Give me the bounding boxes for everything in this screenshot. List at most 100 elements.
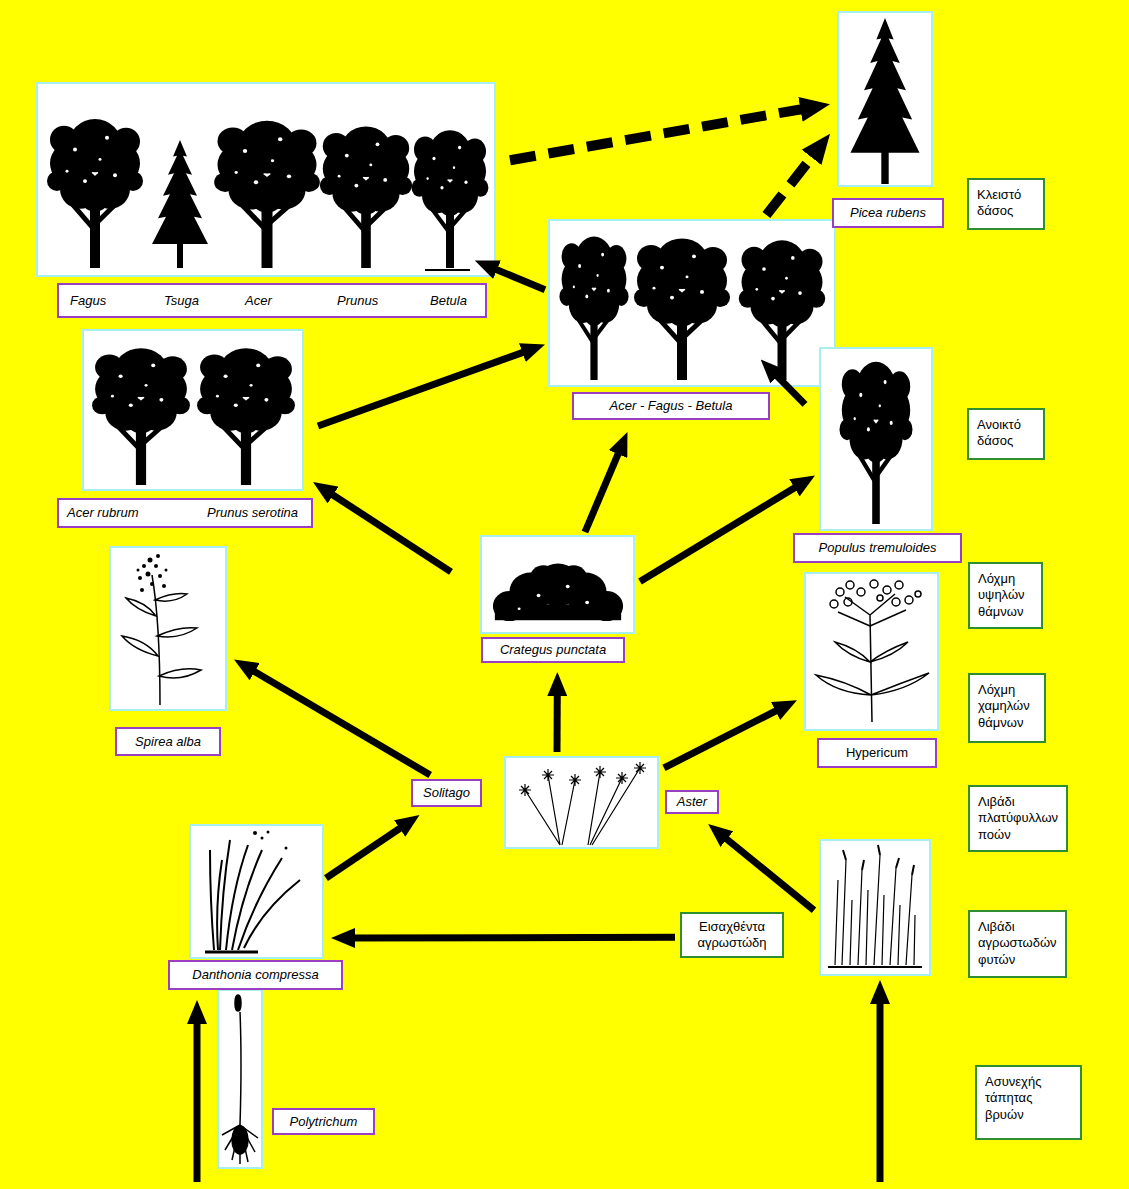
succession-arrow	[664, 707, 783, 768]
species-name: Prunus serotina	[207, 505, 298, 521]
species-node: Polytrichum	[218, 990, 375, 1168]
succession-arrow	[347, 934, 675, 942]
tree-silhouettes	[47, 18, 920, 621]
polytrichum-drawing	[222, 995, 258, 1164]
species-label: Polytrichum	[272, 1108, 375, 1135]
species-name: Tsuga	[164, 293, 199, 309]
species-label: Acer rubrum Prunus serotina	[57, 498, 313, 528]
picture-anchor	[481, 536, 634, 633]
species-name: Εισαχθέντα αγρωστώδη	[686, 919, 778, 950]
stage-name: Λόχμη υψηλών θάμνων	[978, 571, 1033, 620]
species-label: Crategus punctata	[481, 637, 625, 663]
picture-anchor	[218, 990, 262, 1168]
species-node: Εισαχθέντα αγρωστώδη	[681, 840, 930, 975]
succession-arrow	[554, 688, 561, 752]
species-name: Danthonia compressa	[192, 967, 318, 983]
species-node: Hypericum	[805, 573, 938, 768]
succession-arrow	[248, 668, 430, 775]
species-name: Polytrichum	[290, 1114, 358, 1130]
species-node: Danthonia compressa	[168, 825, 343, 990]
species-name: Spirea alba	[135, 734, 201, 750]
species-name: Acer rubrum	[67, 505, 139, 521]
species-label: Acer - Fagus - Betula	[572, 392, 770, 420]
stage-node: Ανοικτό δάσος	[967, 408, 1045, 460]
stage-node: Ασυνεχής τάπητας βρυών	[975, 1065, 1082, 1140]
spirea-drawing	[122, 554, 201, 705]
succession-arrow	[640, 484, 801, 582]
succession-arrow	[585, 447, 621, 532]
species-node: Picea rubens	[832, 12, 944, 228]
stage-box: Λιβάδι αγρωστωδών φυτών	[968, 910, 1067, 978]
stage-name: Κλειστό δάσος	[977, 187, 1035, 220]
species-node: Acer rubrum Prunus serotina	[57, 330, 313, 528]
succession-arrow	[766, 150, 817, 216]
stage-box: Λιβάδι πλατύφυλλων ποών	[968, 785, 1068, 852]
species-node: Aster	[505, 757, 719, 848]
succession-arrow	[326, 491, 451, 572]
species-name: Betula	[430, 293, 467, 309]
species-node: Solitago	[411, 779, 482, 807]
aster-drawing	[519, 762, 646, 845]
species-name: Hypericum	[846, 745, 908, 761]
stage-name: Ασυνεχής τάπητας βρυών	[985, 1074, 1072, 1123]
species-node: Populus tremuloides	[793, 348, 962, 563]
bottom-arrows	[197, 996, 880, 1182]
picture-anchor	[820, 840, 930, 975]
stage-box: Ανοικτό δάσος	[967, 408, 1045, 460]
danthonia-drawing	[205, 831, 300, 953]
species-node: Crategus punctata	[481, 536, 634, 663]
species-name: Acer - Fagus - Betula	[610, 398, 733, 414]
succession-arrow	[510, 108, 810, 161]
stage-box: Κλειστό δάσος	[967, 178, 1045, 230]
hypericum-drawing	[816, 580, 929, 722]
species-label: Spirea alba	[115, 727, 221, 756]
species-label: Danthonia compressa	[168, 960, 343, 990]
species-name: Fagus	[70, 293, 106, 309]
succession-arrow	[721, 834, 814, 910]
species-label: Solitago	[411, 779, 482, 807]
species-label: Picea rubens	[832, 198, 944, 228]
species-node: Fagus Tsuga Acer Prunus Betula	[37, 83, 495, 318]
species-name: Acer	[245, 293, 272, 309]
stage-name: Λόχμη χαμηλών θάμνων	[978, 682, 1036, 731]
picture-anchor	[37, 83, 495, 276]
stage-name: Λιβάδι αγρωστωδών φυτών	[978, 919, 1057, 968]
stage-box: Ασυνεχής τάπητας βρυών	[975, 1065, 1082, 1140]
species-node: Spirea alba	[110, 547, 226, 756]
species-name: Aster	[677, 794, 707, 810]
species-name: Picea rubens	[850, 205, 926, 221]
species-label: Populus tremuloides	[793, 533, 962, 563]
stage-node: Λόχμη υψηλών θάμνων	[968, 562, 1043, 628]
species-name: Prunus	[337, 293, 378, 309]
stage-node: Λόχμη χαμηλών θάμνων	[968, 673, 1046, 743]
species-name: Crategus punctata	[500, 642, 606, 658]
picture-anchor	[805, 573, 938, 730]
species-name: Solitago	[423, 785, 470, 801]
species-node: Acer - Fagus - Betula	[549, 220, 835, 420]
succession-arrow	[490, 267, 545, 290]
picture-anchor	[83, 330, 303, 490]
species-name: Populus tremuloides	[819, 540, 937, 556]
picture-anchor	[505, 757, 658, 848]
label-box: Εισαχθέντα αγρωστώδη	[680, 912, 784, 958]
picture-anchor	[190, 825, 323, 958]
picture-anchor	[838, 12, 932, 186]
succession-arrow	[326, 824, 406, 878]
species-label: Aster	[665, 790, 719, 814]
stage-name: Ανοικτό δάσος	[977, 417, 1035, 450]
stage-node: Κλειστό δάσος	[967, 178, 1045, 230]
stage-node: Λιβάδι πλατύφυλλων ποών	[968, 785, 1058, 852]
species-label: Hypericum	[817, 738, 937, 768]
stage-name: Λιβάδι πλατύφυλλων ποών	[978, 794, 1058, 843]
species-label: Fagus Tsuga Acer Prunus Betula	[57, 283, 487, 318]
picture-frames	[37, 12, 938, 1168]
picture-anchor	[549, 220, 835, 386]
succession-arrow	[772, 371, 805, 405]
stage-node: Λιβάδι αγρωστωδών φυτών	[968, 910, 1058, 978]
picture-anchor	[110, 547, 226, 710]
succession-arrow	[318, 350, 530, 426]
stage-box: Λόχμη χαμηλών θάμνων	[968, 673, 1046, 743]
